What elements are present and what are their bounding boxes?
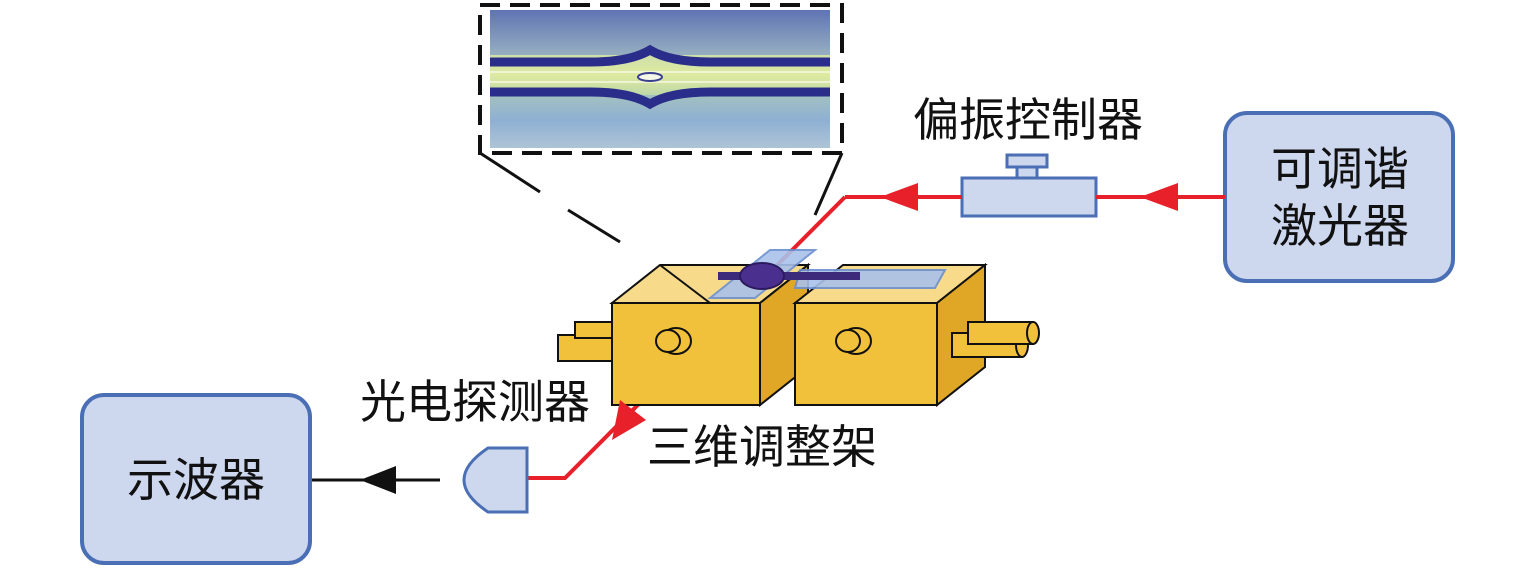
callout-line-left-2: [567, 208, 621, 244]
fiber-micrograph: [490, 10, 830, 148]
laser-arrow-icon: [1140, 183, 1178, 211]
laser-arrow-icon: [612, 400, 646, 440]
photodetector-label: 光电探测器: [360, 375, 590, 429]
three-axis-stage: [557, 249, 1040, 408]
photodetector-icon: [462, 446, 529, 514]
tunable-laser-label-line2: 激光器: [1271, 199, 1409, 253]
oscilloscope-box: 示波器: [80, 393, 312, 565]
callout-line-left: [479, 151, 541, 194]
laser-arrow-icon: [880, 183, 918, 211]
callout-line-right: [813, 152, 844, 216]
polarization-controller-label: 偏振控制器: [913, 93, 1143, 147]
tunable-laser-label-line1: 可调谐: [1271, 142, 1409, 196]
signal-arrow-icon: [360, 466, 396, 494]
micrograph-dashed-frame: [478, 3, 844, 155]
tunable-laser-box: 可调谐 激光器: [1223, 111, 1455, 283]
stage-label: 三维调整架: [647, 420, 877, 474]
polarization-controller-icon: [960, 153, 1098, 218]
oscilloscope-label: 示波器: [127, 453, 265, 507]
